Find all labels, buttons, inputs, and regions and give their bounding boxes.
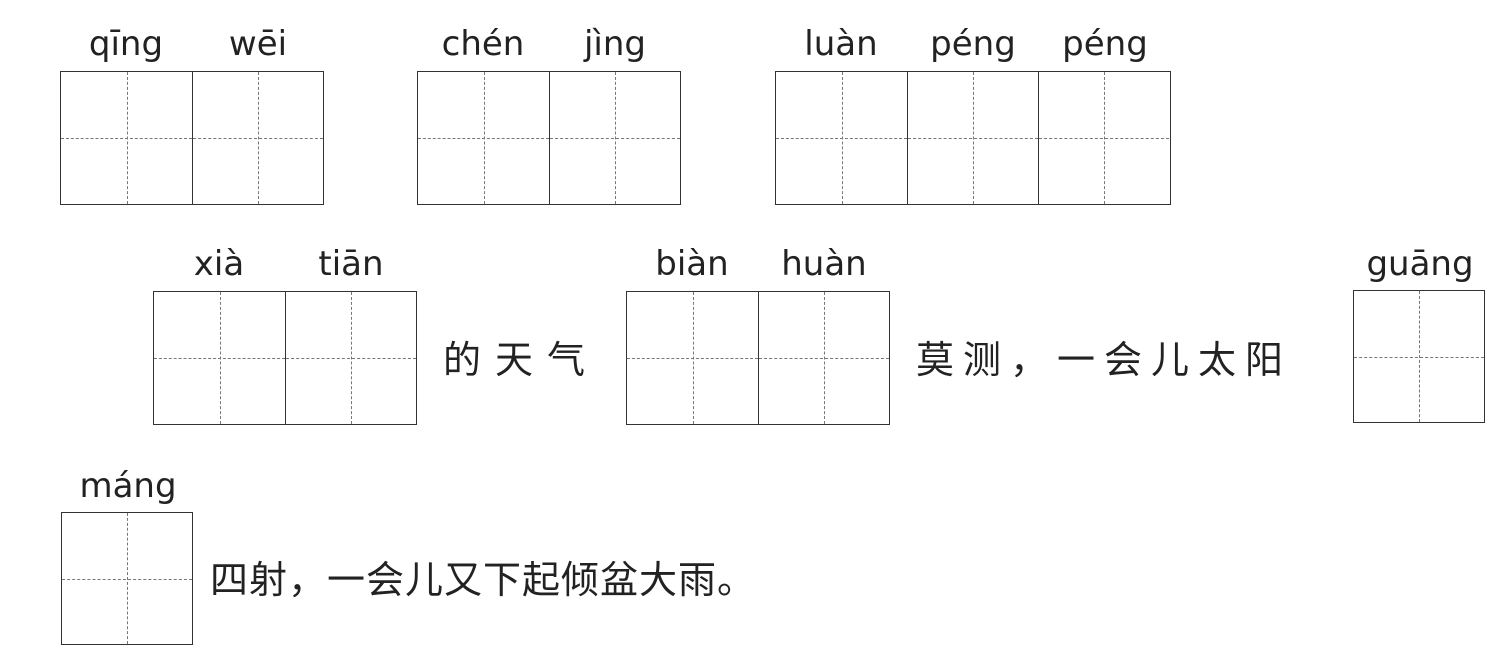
writing-cell[interactable]: [192, 72, 323, 204]
pinyin-mang: máng: [79, 466, 177, 506]
writing-cell[interactable]: [907, 72, 1038, 204]
writing-cell[interactable]: [758, 292, 889, 424]
pinyin-chen: chén: [441, 24, 525, 64]
writing-grid-xiatian[interactable]: [153, 291, 417, 425]
writing-grid-chenjing[interactable]: [417, 71, 681, 205]
pinyin-jing: jìng: [583, 24, 647, 64]
sentence-text-1: 的天气: [443, 338, 600, 382]
writing-grid-qingwei[interactable]: [60, 71, 324, 205]
writing-cell[interactable]: [62, 513, 192, 644]
pinyin-peng-2: péng: [1062, 24, 1148, 64]
writing-cell[interactable]: [627, 292, 758, 424]
writing-grid-mang[interactable]: [61, 512, 193, 645]
writing-grid-bianhuan[interactable]: [626, 291, 890, 425]
pinyin-peng-1: péng: [930, 24, 1016, 64]
writing-cell[interactable]: [418, 72, 549, 204]
writing-grid-luanpengpeng[interactable]: [775, 71, 1171, 205]
sentence-text-3: 四射，一会儿又下起倾盆大雨。: [210, 558, 757, 602]
writing-grid-guang[interactable]: [1353, 290, 1485, 423]
writing-cell[interactable]: [61, 72, 192, 204]
writing-cell[interactable]: [1038, 72, 1169, 204]
writing-cell[interactable]: [1354, 291, 1484, 422]
pinyin-bian: biàn: [655, 244, 729, 284]
pinyin-luan: luàn: [804, 24, 878, 64]
writing-cell[interactable]: [154, 292, 285, 424]
pinyin-guang: guāng: [1366, 244, 1474, 284]
writing-cell[interactable]: [776, 72, 907, 204]
sentence-text-2: 莫测，一会儿太阳: [916, 338, 1293, 382]
pinyin-xia: xià: [193, 244, 245, 284]
pinyin-wei: wēi: [228, 24, 288, 64]
pinyin-huan: huàn: [781, 244, 867, 284]
writing-cell[interactable]: [549, 72, 680, 204]
pinyin-tian: tiān: [318, 244, 384, 284]
pinyin-qing: qīng: [88, 24, 164, 64]
writing-cell[interactable]: [285, 292, 416, 424]
